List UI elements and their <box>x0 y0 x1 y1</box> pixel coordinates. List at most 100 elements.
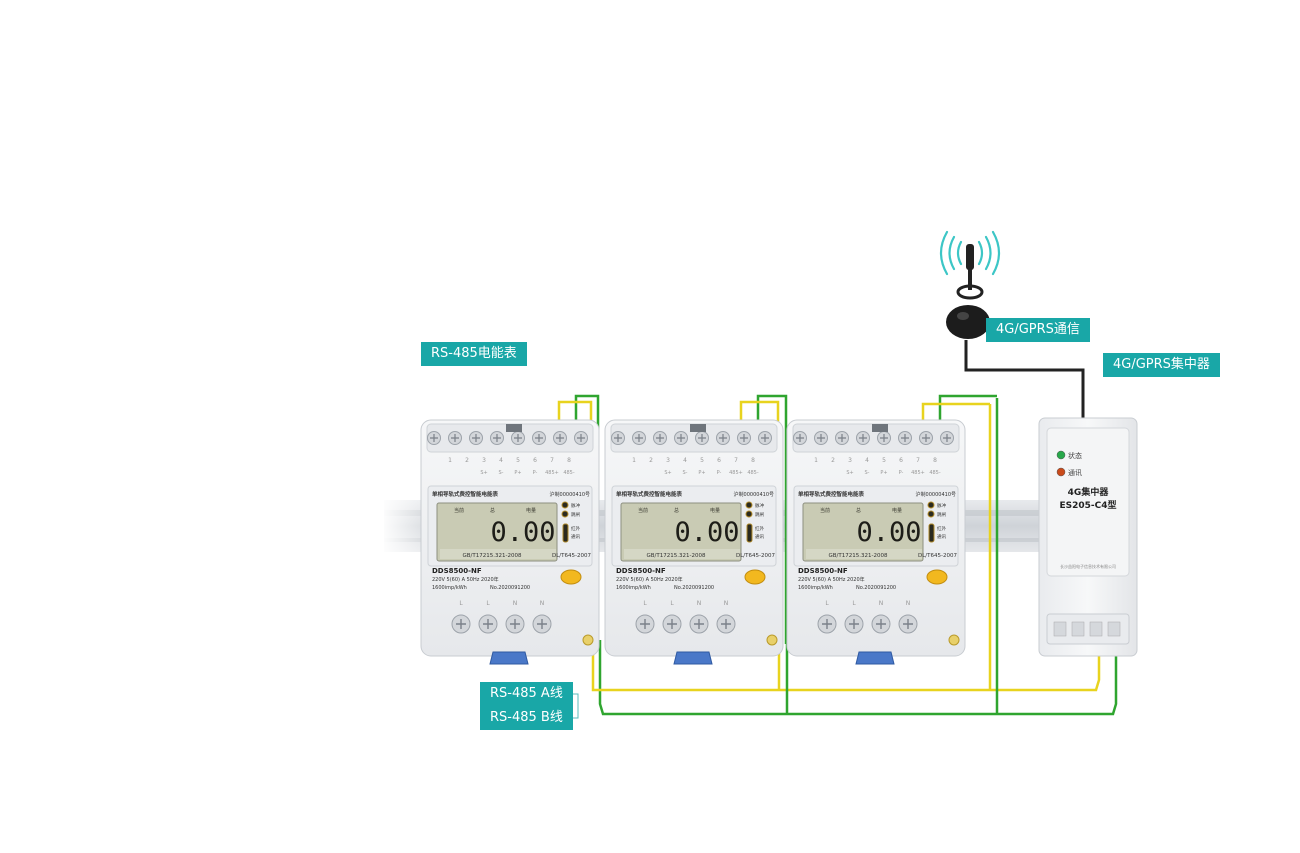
terminal-number: 7 <box>550 457 554 464</box>
indicator-led <box>561 501 569 509</box>
terminal-label: P+ <box>698 470 705 476</box>
lcd-caption: 总 <box>490 507 495 514</box>
terminal-number: 2 <box>649 457 653 464</box>
status-label: 状态 <box>1068 451 1082 460</box>
standard-text: DL/T645-2007 <box>736 553 775 559</box>
link-wire-b-2 <box>756 394 788 644</box>
terminal-number: 3 <box>848 457 852 464</box>
terminal-label: S- <box>499 470 504 476</box>
meters-group: 1 2 3 4 5 6 7 8S+ S- P+ P- 485+ 485- 单相导轨式费控智能电能表 沪制00… <box>420 419 966 665</box>
terminal-number: 3 <box>482 457 486 464</box>
program-button <box>560 569 582 585</box>
lcd-caption: 电量 <box>710 507 720 514</box>
lcd-caption: 当前 <box>820 507 830 514</box>
lcd-caption: 当前 <box>638 507 648 514</box>
meter-spec: 220V 5(60) A 50Hz 2020年 <box>616 576 683 583</box>
meter-constant: 1600imp/kWh <box>616 585 651 591</box>
concentrator-maker: 长沙益阳电子信息技术有限公司 <box>1060 563 1116 569</box>
meter-model: DDS8500-NF <box>432 567 482 575</box>
terminal-label: S+ <box>480 470 487 476</box>
indicator-led <box>927 501 935 509</box>
status-led <box>1056 450 1066 460</box>
indicator-label: 红外 <box>571 525 580 532</box>
terminal-label: S+ <box>664 470 671 476</box>
bottom-terminal-label: L <box>825 600 829 607</box>
comm-label: 通讯 <box>1068 468 1082 477</box>
meter-serial: No.2020091200 <box>490 585 530 591</box>
terminal-number: 4 <box>499 457 503 464</box>
terminal-label: S- <box>683 470 688 476</box>
terminal-number: 8 <box>933 457 937 464</box>
ir-port <box>562 523 569 543</box>
terminal-label: 485- <box>747 470 759 476</box>
terminal-number: 4 <box>865 457 869 464</box>
standard-text: DL/T645-2007 <box>918 553 957 559</box>
terminal-label: 485+ <box>545 470 559 476</box>
bottom-terminal-label: L <box>670 600 674 607</box>
indicator-led <box>561 510 569 518</box>
concentrator-model: ES205-C4型 <box>1059 499 1116 511</box>
signal-waves-icon <box>939 230 1001 276</box>
indicator-label: 跳闸 <box>755 511 764 518</box>
bottom-terminal-label: N <box>724 600 729 607</box>
standard-text: GB/T17215.321-2008 <box>463 553 522 559</box>
indicator-label: 通讯 <box>571 533 580 540</box>
din-clip <box>855 651 895 665</box>
terminal-number: 3 <box>666 457 670 464</box>
terminal-number: 7 <box>916 457 920 464</box>
meter-serial: No.2020091200 <box>856 585 896 591</box>
terminal-number: 2 <box>465 457 469 464</box>
bottom-terminal-label: N <box>697 600 702 607</box>
bottom-terminal-label: N <box>513 600 518 607</box>
indicator-label: 脉冲 <box>755 502 764 509</box>
terminal-label: 485- <box>563 470 575 476</box>
meter-constant: 1600imp/kWh <box>798 585 833 591</box>
indicator-led <box>745 501 753 509</box>
din-clip <box>673 651 713 665</box>
terminal-number: 5 <box>516 457 520 464</box>
meter-title: 单相导轨式费控智能电能表 <box>432 490 499 498</box>
bottom-terminal-label: L <box>486 600 490 607</box>
lcd-screen <box>620 502 742 562</box>
indicator-label: 通讯 <box>755 533 764 540</box>
bottom-terminal-label: L <box>459 600 463 607</box>
terminal-number: 2 <box>831 457 835 464</box>
meter-title: 单相导轨式费控智能电能表 <box>798 490 865 498</box>
terminal-label: 485+ <box>729 470 743 476</box>
terminal-number: 6 <box>717 457 721 464</box>
concentrator-device: 状态 通讯 4G集中器 ES205-C4型 长沙益阳电子信息技术有限公司 <box>1038 417 1138 657</box>
meter-constant: 1600imp/kWh <box>432 585 467 591</box>
program-button <box>744 569 766 585</box>
antenna-cable <box>964 340 1085 420</box>
ir-port <box>746 523 753 543</box>
concentrator-label: 4G/GPRS集中器 <box>1103 353 1220 377</box>
meter-title: 单相导轨式费控智能电能表 <box>616 490 683 498</box>
lcd-reading: 0.00 <box>674 517 739 548</box>
terminal-number: 1 <box>448 457 452 464</box>
link-wire-b-3 <box>938 394 997 430</box>
terminal-number: 8 <box>751 457 755 464</box>
indicator-led <box>927 510 935 518</box>
terminal-label: P- <box>717 470 722 476</box>
terminal-number: 5 <box>700 457 704 464</box>
bottom-terminal-label: N <box>540 600 545 607</box>
terminal-number: 7 <box>734 457 738 464</box>
indicator-label: 跳闸 <box>571 511 580 518</box>
lcd-screen <box>436 502 558 562</box>
standard-text: GB/T17215.321-2008 <box>647 553 706 559</box>
meter-spec: 220V 5(60) A 50Hz 2020年 <box>798 576 865 583</box>
bottom-terminal-label: L <box>852 600 856 607</box>
meter-cert: 沪制00000410号 <box>734 491 774 498</box>
indicator-label: 红外 <box>755 525 764 532</box>
ir-port <box>928 523 935 543</box>
terminal-label: 485- <box>929 470 941 476</box>
lcd-caption: 总 <box>674 507 679 514</box>
indicator-label: 脉冲 <box>571 502 580 509</box>
indicator-led <box>745 510 753 518</box>
bus-wire-b <box>598 640 1118 716</box>
indicator-label: 通讯 <box>937 533 946 540</box>
